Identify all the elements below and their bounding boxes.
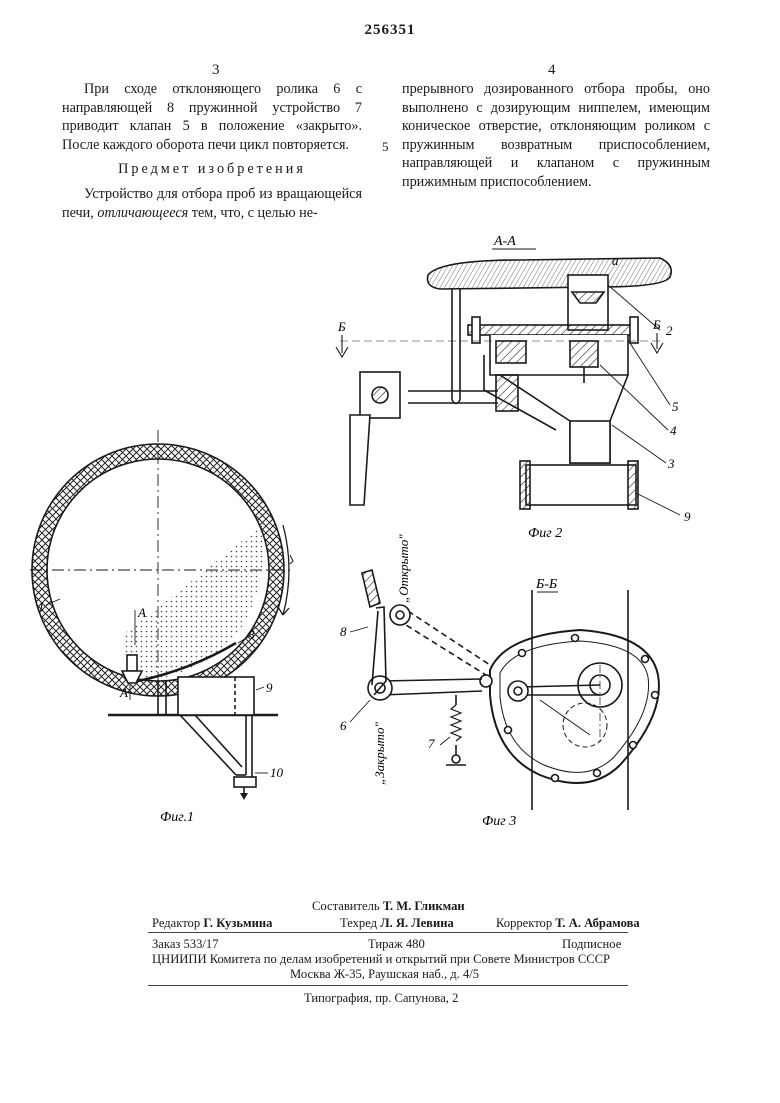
claim-text-end: тем, что, с целью не- — [192, 205, 318, 221]
fig3-label-8: 8 — [340, 624, 347, 639]
organization-line: ЦНИИПИ Комитета по делам изобретений и о… — [152, 951, 610, 967]
fig1-label-10: 10 — [270, 765, 284, 780]
compiler-label: Составитель — [312, 899, 380, 913]
corrector-label: Корректор — [496, 916, 552, 930]
fig3-closed-label: „Закрыто" — [372, 722, 387, 785]
imprint-divider-2 — [148, 985, 628, 986]
paragraph-operation: При сходе отклоняющего ролика 6 с направ… — [62, 80, 362, 154]
fig2-label-a: а — [612, 253, 619, 268]
fig3-label-6: 6 — [340, 718, 347, 733]
fig2-section-b-left: Б — [337, 319, 346, 334]
fig2-label-3: 3 — [667, 456, 675, 471]
claims-heading: Предмет изобретения — [62, 160, 362, 179]
fig3-section-title: Б-Б — [535, 577, 557, 592]
address-line: Москва Ж-35, Раушская наб., д. 4/5 — [290, 966, 479, 982]
fig2-label-4: 4 — [670, 423, 677, 438]
circulation: Тираж 480 — [368, 936, 425, 952]
paragraph-claim: Устройство для отбора проб из вращающейс… — [62, 185, 362, 222]
order-number: Заказ 533/17 — [152, 936, 219, 952]
techred-label: Техред — [340, 916, 377, 930]
fig2-caption: Фиг 2 — [528, 526, 562, 541]
left-text-column: При сходе отклоняющего ролика 6 с направ… — [62, 80, 362, 222]
fig3-label-7: 7 — [428, 736, 435, 751]
column-number-left: 3 — [212, 62, 220, 79]
fig1-label-1: 1 — [38, 599, 45, 614]
figure-1-kiln-section — [30, 430, 293, 800]
fig1-caption: Фиг.1 — [160, 810, 194, 825]
fig2-label-2: 2 — [666, 323, 673, 338]
figure-3-valve-mechanism — [350, 570, 659, 810]
patent-drawings: 1 8 9 10 А А Фиг.1 — [0, 225, 780, 845]
fig1-label-8: 8 — [248, 627, 255, 642]
printer-line: Типография, пр. Сапунова, 2 — [304, 990, 458, 1006]
techred-name: Л. Я. Левина — [380, 916, 454, 930]
fig3-caption: Фиг 3 — [482, 814, 516, 829]
fig2-label-5: 5 — [672, 399, 679, 414]
fig2-label-9: 9 — [684, 509, 691, 524]
fig2-section-b-right: Б — [652, 317, 661, 332]
claim-text-italic: отличающееся — [97, 205, 188, 221]
right-text-column: прерывного дозированного отбора пробы, о… — [402, 80, 710, 192]
fig1-section-a-top: А — [137, 605, 146, 620]
paragraph-claim-continued: прерывного дозированного отбора пробы, о… — [402, 80, 710, 192]
figure-2-sampler-section — [336, 249, 680, 515]
fig3-open-label: „Открыто" — [396, 534, 411, 603]
fig1-label-9: 9 — [266, 680, 273, 695]
patent-number: 256351 — [340, 22, 440, 39]
compiler-name: Т. М. Гликман — [383, 899, 465, 913]
fig1-section-a-bottom: А — [119, 685, 128, 700]
editor-label: Редактор — [152, 916, 200, 930]
imprint-divider — [148, 932, 628, 933]
editor-name: Г. Кузьмина — [203, 916, 272, 930]
line-number-marker: 5 — [382, 139, 389, 155]
column-number-right: 4 — [548, 62, 556, 79]
fig2-section-title: А-А — [493, 234, 516, 249]
subscription: Подписное — [562, 936, 621, 952]
corrector-name: Т. А. Абрамова — [555, 916, 639, 930]
